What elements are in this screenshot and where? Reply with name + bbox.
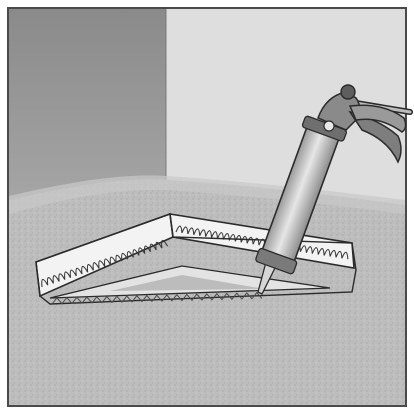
gun-pivot [324, 121, 334, 131]
gun-knob [341, 85, 355, 99]
